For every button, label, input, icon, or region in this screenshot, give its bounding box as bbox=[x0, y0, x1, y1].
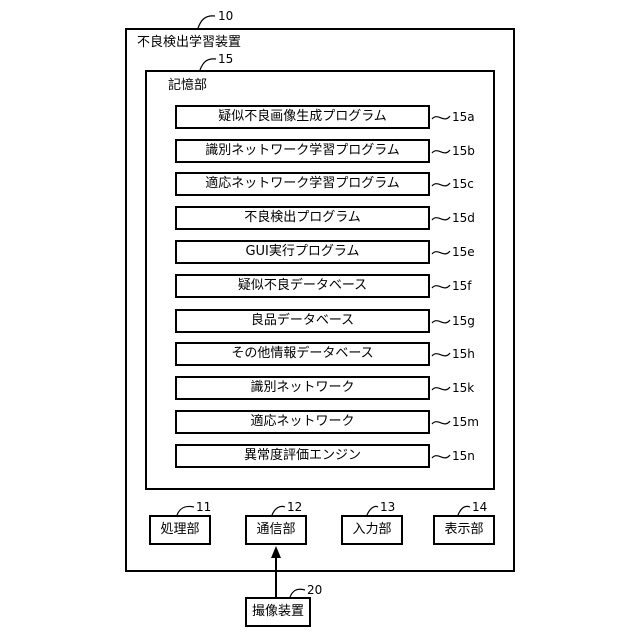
leader-14 bbox=[458, 506, 470, 515]
leader-15b bbox=[432, 150, 450, 153]
leader-15k bbox=[432, 387, 450, 390]
leader-15d bbox=[432, 217, 450, 220]
leader-15m bbox=[432, 421, 450, 424]
leader-device-ref bbox=[198, 16, 215, 28]
leader-15e bbox=[432, 251, 450, 254]
leader-storage-ref bbox=[200, 59, 216, 70]
leader-15a bbox=[432, 116, 450, 119]
leader-11 bbox=[177, 506, 194, 515]
leader-13 bbox=[367, 506, 378, 515]
leader-20 bbox=[290, 589, 305, 597]
arrow-head bbox=[271, 546, 281, 558]
leader-12 bbox=[272, 506, 285, 515]
leader-15h bbox=[432, 353, 450, 356]
leader-15g bbox=[432, 320, 450, 323]
leader-15n bbox=[432, 455, 450, 458]
leader-15c bbox=[432, 183, 450, 186]
leader-15f bbox=[432, 285, 450, 288]
